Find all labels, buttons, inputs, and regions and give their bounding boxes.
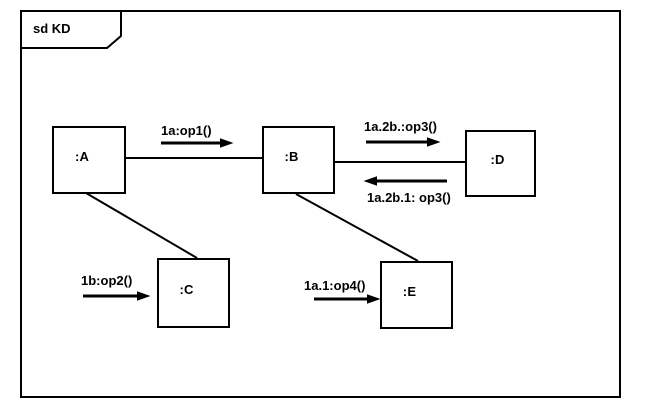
node-a: :A <box>52 126 126 194</box>
node-e: :E <box>380 261 453 329</box>
frame-label-pentagon <box>20 10 122 49</box>
frame-label: sd KD <box>33 21 71 36</box>
node-b: :B <box>262 126 335 194</box>
node-c: :C <box>157 258 230 328</box>
message-label-op1: 1a:op1() <box>161 123 212 138</box>
message-label-op3-return: 1a.2b.1: op3() <box>367 190 451 205</box>
node-d-label: :D <box>490 152 505 167</box>
node-b-label: :B <box>284 148 299 164</box>
connector-b-e <box>295 193 419 262</box>
message-label-op3-forward: 1a.2b.:op3() <box>364 119 437 134</box>
node-d: :D <box>465 130 536 197</box>
message-label-op2: 1b:op2() <box>81 273 133 288</box>
node-c-label: :C <box>179 281 194 297</box>
message-label-op4: 1a.1:op4() <box>304 278 366 293</box>
connector-a-c <box>85 192 198 259</box>
node-a-label: :A <box>74 148 90 164</box>
node-e-label: :E <box>402 283 417 299</box>
frame-border <box>20 10 621 398</box>
